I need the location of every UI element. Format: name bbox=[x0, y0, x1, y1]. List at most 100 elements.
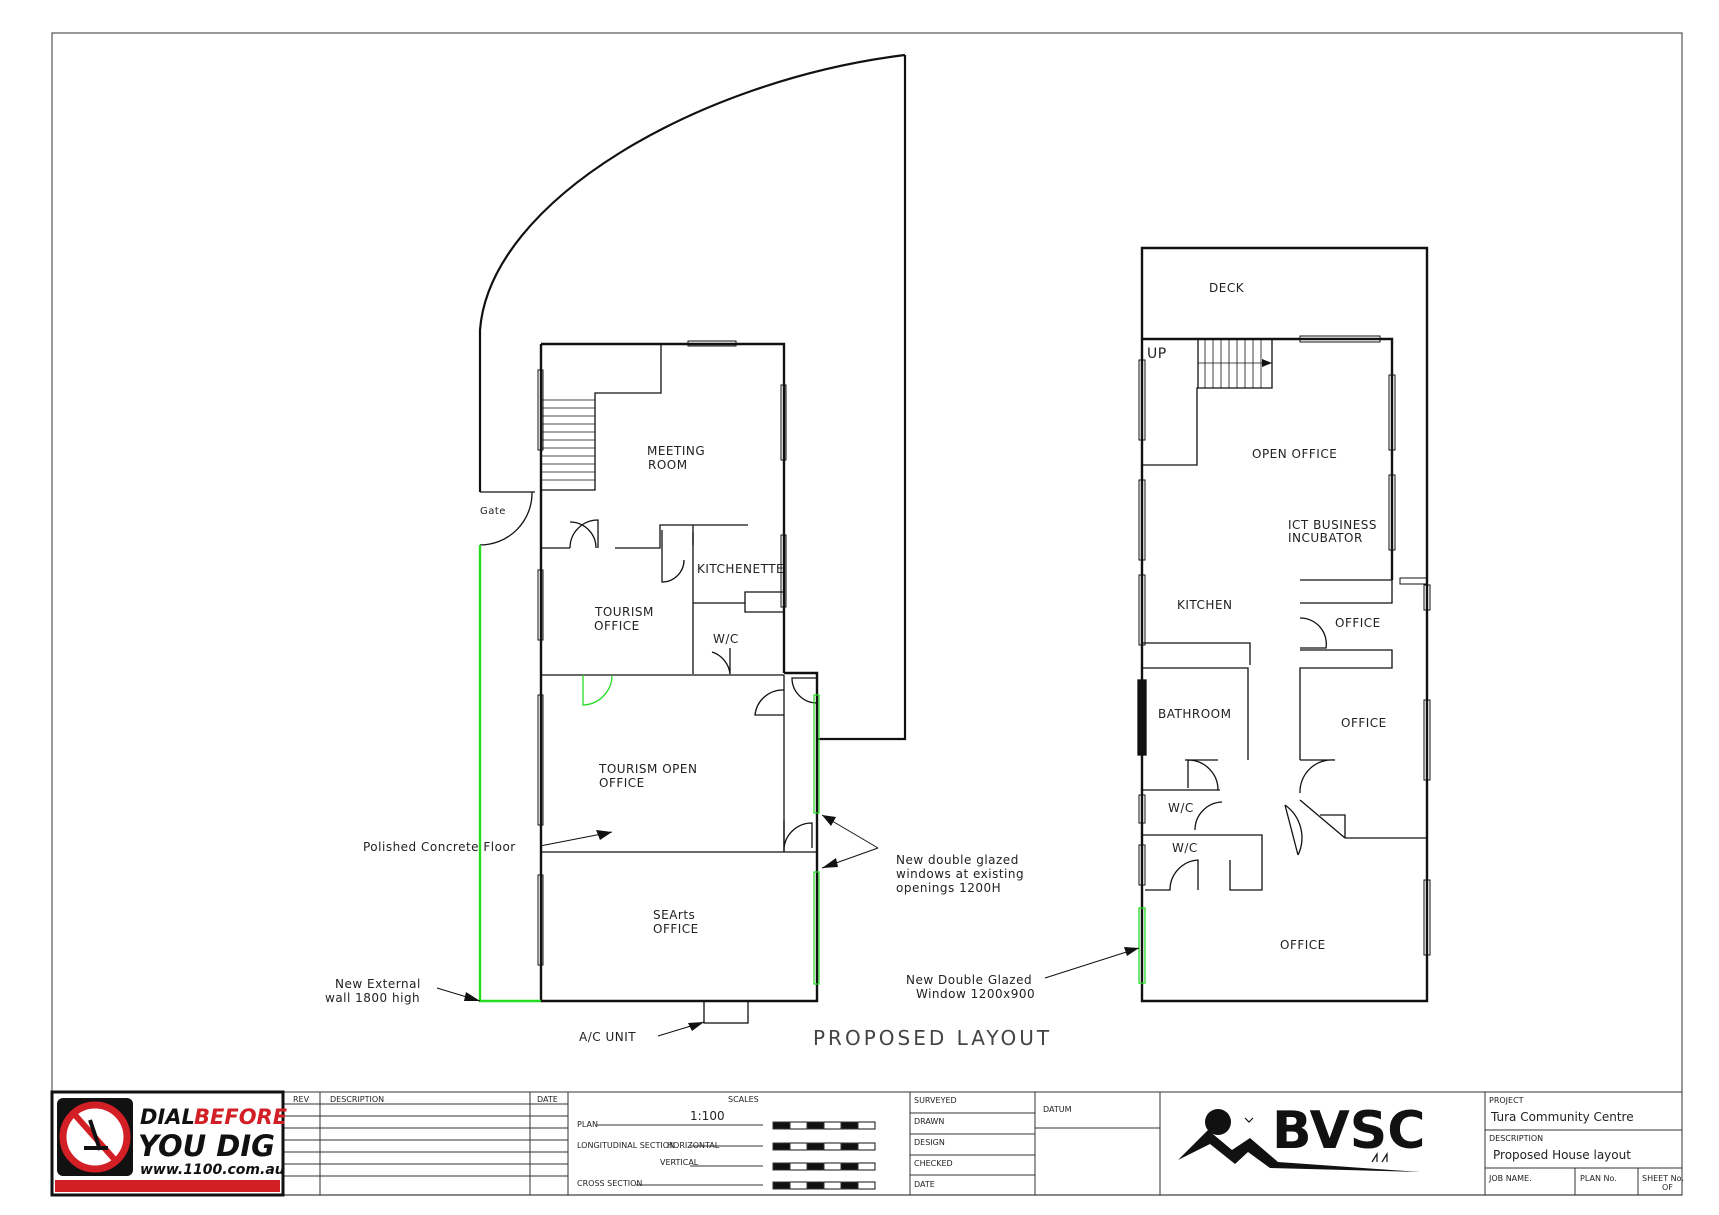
label-new-external-wall-1: New External bbox=[335, 977, 421, 991]
door-meeting bbox=[569, 519, 599, 549]
label-searts-office-2: OFFICE bbox=[653, 922, 699, 936]
windows-right bbox=[1138, 335, 1431, 956]
label-open-office: OPEN OFFICE bbox=[1252, 447, 1337, 461]
up-arrow bbox=[1262, 359, 1272, 367]
gate-swing bbox=[479, 491, 535, 546]
label-tourism-office-1: TOURISM bbox=[594, 605, 654, 619]
label-tourism-open-office-1: TOURISM OPEN bbox=[598, 762, 697, 776]
stair-treads bbox=[541, 399, 595, 481]
label-ict-2: INCUBATOR bbox=[1288, 531, 1363, 545]
kitchenette-walls bbox=[692, 532, 784, 674]
door-east-2 bbox=[783, 820, 813, 852]
label-kitchenette: KITCHENETTE bbox=[697, 562, 784, 576]
date-label: DATE bbox=[914, 1180, 935, 1189]
door-hall bbox=[1284, 804, 1303, 856]
project-label: PROJECT bbox=[1489, 1096, 1524, 1105]
scales-header: SCALES bbox=[728, 1095, 759, 1104]
drawn-label: DRAWN bbox=[914, 1117, 944, 1126]
new-external-wall bbox=[478, 545, 541, 1003]
bathroom-walls bbox=[1142, 759, 1263, 891]
door-office-1 bbox=[1299, 617, 1327, 649]
label-ict-1: ICT BUSINESS bbox=[1288, 518, 1377, 532]
bvsc-logo-text: BVSC bbox=[1272, 1101, 1425, 1161]
ac-unit-box bbox=[703, 1000, 749, 1024]
stairs bbox=[541, 344, 662, 491]
left-floor-plan bbox=[436, 53, 907, 1037]
label-new-windows-2: windows at existing bbox=[896, 867, 1024, 881]
dbyd-line2: YOU DIG bbox=[138, 1129, 275, 1163]
dbyd-line1-b: BEFORE bbox=[194, 1105, 288, 1129]
building-outline bbox=[539, 342, 819, 1003]
label-wc-left: W/C bbox=[713, 632, 739, 646]
door-wc-2 bbox=[1145, 859, 1199, 891]
deck-line bbox=[1142, 337, 1394, 580]
door-tourism-open bbox=[582, 675, 613, 706]
of-label: OF bbox=[1662, 1183, 1673, 1192]
label-bathroom: BATHROOM bbox=[1158, 707, 1231, 721]
plan-scale: 1:100 bbox=[690, 1109, 725, 1123]
label-office-2: OFFICE bbox=[1341, 716, 1387, 730]
label-office-1: OFFICE bbox=[1335, 616, 1381, 630]
scale-bars bbox=[772, 1121, 876, 1190]
label-kitchen: KITCHEN bbox=[1177, 598, 1233, 612]
date-header: DATE bbox=[537, 1095, 558, 1104]
mountains-icon bbox=[1178, 1130, 1420, 1172]
horizontal-label: HORIZONTAL bbox=[667, 1141, 720, 1150]
leader-arrows bbox=[464, 815, 838, 1031]
label-tourism-office-2: OFFICE bbox=[594, 619, 640, 633]
surveyed-label: SURVEYED bbox=[914, 1096, 957, 1105]
sheet-border bbox=[51, 32, 1683, 1196]
left-plan-labels: MEETING ROOM Gate KITCHENETTE TOURISM OF… bbox=[325, 444, 1024, 1044]
windows-left bbox=[537, 340, 787, 966]
right-floor-plan bbox=[1044, 246, 1431, 1003]
label-new-window-1: New Double Glazed bbox=[906, 973, 1032, 987]
kitchen-walls bbox=[1142, 579, 1393, 760]
courtyard-wall bbox=[817, 55, 907, 741]
cross-section-label: CROSS SECTION bbox=[577, 1179, 642, 1188]
sun-icon bbox=[1205, 1109, 1231, 1135]
label-searts-office-1: SEArts bbox=[653, 908, 695, 922]
door-external bbox=[791, 677, 818, 704]
rev-header: REV bbox=[293, 1095, 310, 1104]
vertical-label: VERTICAL bbox=[660, 1158, 699, 1167]
dbyd-line1-a: DIAL bbox=[140, 1105, 195, 1129]
label-polished-floor: Polished Concrete Floor bbox=[363, 840, 516, 854]
job-name-label: JOB NAME. bbox=[1488, 1174, 1532, 1183]
right-stairs bbox=[1142, 339, 1273, 466]
new-window-green bbox=[1138, 907, 1146, 984]
leader-new-window-arrow bbox=[1124, 947, 1139, 956]
project-value: Tura Community Centre bbox=[1490, 1110, 1634, 1124]
new-windows-green bbox=[813, 694, 820, 985]
bvsc-logo: BVSC bbox=[1178, 1101, 1425, 1172]
door-east bbox=[754, 675, 785, 852]
label-meeting-room-2: ROOM bbox=[648, 458, 688, 472]
right-outline bbox=[1140, 246, 1429, 1003]
label-ac-unit: A/C UNIT bbox=[579, 1030, 636, 1044]
leader-new-window bbox=[1044, 947, 1140, 979]
description-value: Proposed House layout bbox=[1493, 1148, 1631, 1162]
door-kitchenette bbox=[661, 530, 685, 583]
title-block bbox=[52, 1091, 1682, 1196]
label-new-external-wall-2: wall 1800 high bbox=[325, 991, 420, 1005]
plan-label: PLAN bbox=[577, 1120, 598, 1129]
label-new-windows-3: openings 1200H bbox=[896, 881, 1001, 895]
dial-before-you-dig-logo: DIAL BEFORE YOU DIG www.1100.com.au bbox=[50, 1090, 288, 1197]
bathroom-solid-window bbox=[1137, 679, 1147, 756]
label-wc-1: W/C bbox=[1168, 801, 1194, 815]
label-office-3: OFFICE bbox=[1280, 938, 1326, 952]
label-tourism-open-office-2: OFFICE bbox=[599, 776, 645, 790]
description-header: DESCRIPTION bbox=[330, 1095, 384, 1104]
label-new-windows-1: New double glazed bbox=[896, 853, 1019, 867]
longitudinal-label: LONGITUDINAL SECTION bbox=[577, 1141, 675, 1150]
dbyd-url: www.1100.com.au bbox=[140, 1162, 285, 1178]
door-bathroom bbox=[1187, 759, 1223, 831]
label-up: UP bbox=[1147, 346, 1167, 362]
partition-meeting bbox=[541, 524, 748, 580]
design-label: DESIGN bbox=[914, 1138, 945, 1147]
label-meeting-room-1: MEETING bbox=[647, 444, 705, 458]
checked-label: CHECKED bbox=[914, 1159, 953, 1168]
title-block-text: REV DESCRIPTION DATE SCALES PLAN 1:100 L… bbox=[293, 1095, 1684, 1192]
right-stair-treads bbox=[1198, 339, 1272, 388]
right-plan-labels: DECK UP OPEN OFFICE ICT BUSINESS INCUBAT… bbox=[906, 281, 1387, 1001]
